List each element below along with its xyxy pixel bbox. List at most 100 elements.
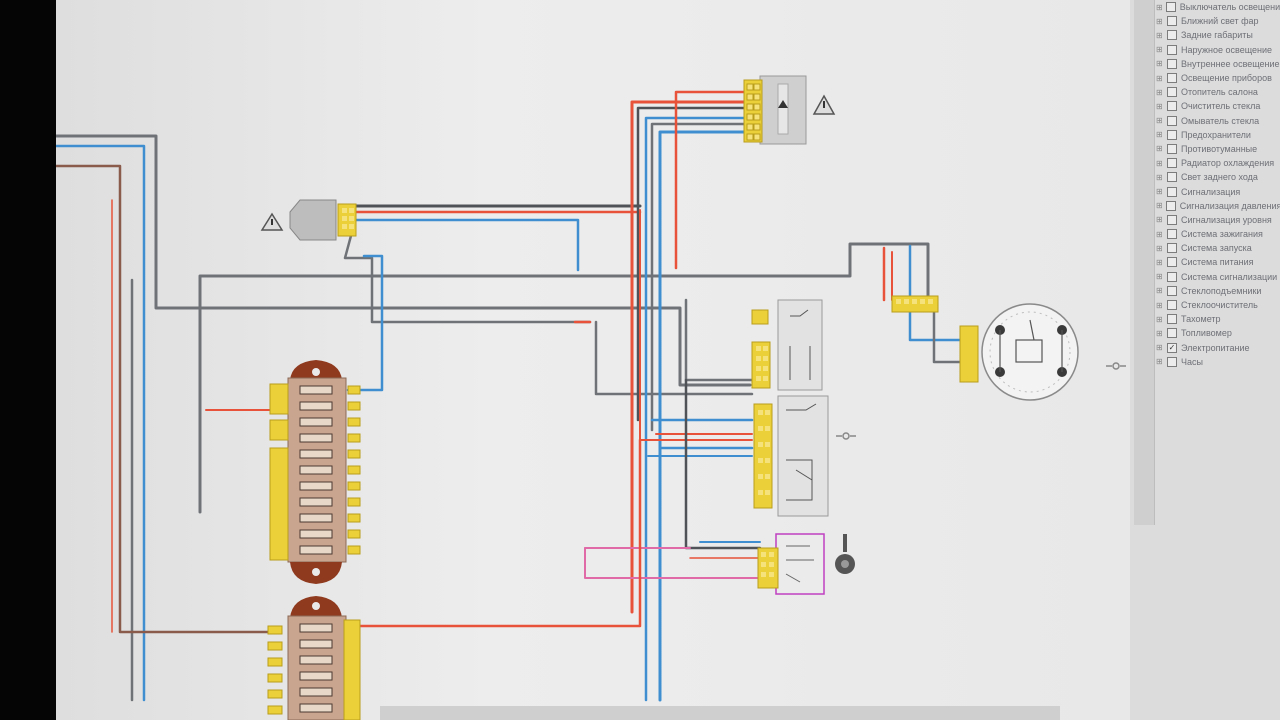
layer-item[interactable]: ⊞ Сигнализация [1156,184,1280,198]
layer-checkbox[interactable] [1167,314,1177,325]
lamp-icon [836,432,856,440]
expand-icon[interactable]: ⊞ [1156,2,1163,12]
layer-item[interactable]: ⊞Ближний свет фар [1156,14,1280,28]
expand-icon[interactable]: ⊞ [1156,30,1163,40]
layer-label: Сигнализация [1181,186,1241,197]
layers-scrollbar[interactable] [1134,0,1155,525]
expand-icon[interactable]: ⊞ [1156,59,1163,69]
layer-item[interactable]: ⊞Часы [1156,355,1280,369]
layer-item[interactable]: ⊞✓Электропитание [1156,341,1280,355]
layer-checkbox[interactable] [1165,2,1176,13]
expand-icon[interactable]: ⊞ [1156,343,1163,353]
layer-checkbox[interactable] [1167,328,1177,339]
layer-item[interactable]: ⊞Радиатор охлаждения [1156,156,1280,170]
expand-icon[interactable]: ⊞ [1156,286,1163,296]
expand-icon[interactable]: ⊞ [1156,201,1163,211]
expand-icon[interactable]: ⊞ [1156,73,1163,83]
layer-checkbox[interactable] [1167,285,1177,296]
layer-item[interactable]: ⊞Выключатель освещения [1156,0,1280,14]
layer-checkbox[interactable] [1167,143,1177,154]
expand-icon[interactable]: ⊞ [1156,314,1163,324]
expand-icon[interactable]: ⊞ [1156,16,1163,26]
layer-checkbox[interactable] [1167,129,1177,140]
layer-checkbox[interactable] [1167,73,1177,84]
wire-gray-bus [198,242,930,514]
layer-item[interactable]: ⊞ Отопитель салона [1156,85,1280,99]
layer-label: Сигнализация давления [1179,200,1280,211]
expand-icon[interactable]: ⊞ [1156,116,1163,126]
layer-checkbox[interactable] [1167,271,1177,282]
layer-item[interactable]: ⊞ Сигнализация давления [1156,199,1280,213]
light-switch-block[interactable] [751,299,829,517]
layer-item[interactable]: ⊞Тахометр [1156,312,1280,326]
layer-checkbox[interactable] [1167,115,1177,126]
wire-gray-bundle-1 [636,106,750,422]
layer-checkbox[interactable] [1167,30,1177,41]
expand-icon[interactable]: ⊞ [1156,272,1163,282]
layer-checkbox[interactable] [1167,257,1177,268]
layer-item[interactable]: ⊞Система зажигания [1156,227,1280,241]
expand-icon[interactable]: ⊞ [1156,328,1163,338]
expand-icon[interactable]: ⊞ [1156,215,1163,225]
warning-triangle-icon [812,94,836,115]
expand-icon[interactable]: ⊞ [1156,158,1163,168]
layer-item[interactable]: ⊞Предохранители [1156,128,1280,142]
layer-item[interactable]: ⊞Очиститель стекла [1156,99,1280,113]
layer-item[interactable]: ⊞Омыватель стекла [1156,114,1280,128]
expand-icon[interactable]: ⊞ [1156,130,1163,140]
expand-icon[interactable]: ⊞ [1156,243,1163,253]
layer-label: Задние габариты [1181,30,1253,41]
layer-checkbox[interactable] [1167,300,1177,311]
expand-icon[interactable]: ⊞ [1156,357,1163,367]
layer-checkbox[interactable] [1167,243,1177,254]
layer-item[interactable]: ⊞Свет заднего хода [1156,170,1280,184]
top-relay-component[interactable] [743,75,807,145]
layer-checkbox[interactable] [1167,158,1177,169]
layer-item[interactable]: ⊞Система запуска [1156,241,1280,255]
layer-item[interactable]: ⊞Система сигнализации [1156,270,1280,284]
expand-icon[interactable]: ⊞ [1156,300,1163,310]
layer-checkbox[interactable] [1167,101,1177,112]
layer-item[interactable]: ⊞Противотуманные [1156,142,1280,156]
layer-item[interactable]: ⊞Стеклоподъемники [1156,284,1280,298]
expand-icon[interactable]: ⊞ [1156,45,1163,55]
layer-label: Отопитель салона [1181,87,1258,98]
wire-gray-left-top [54,134,752,387]
layer-item[interactable]: ⊞Топливомер [1156,326,1280,340]
expand-icon[interactable]: ⊞ [1156,229,1163,239]
wire-blue-relay-down [346,254,384,392]
layer-checkbox[interactable] [1165,200,1176,211]
expand-icon[interactable]: ⊞ [1156,172,1163,182]
expand-icon[interactable]: ⊞ [1156,187,1163,197]
expand-icon[interactable]: ⊞ [1156,257,1163,267]
layer-checkbox[interactable] [1167,214,1177,225]
layer-item[interactable]: ⊞Система питания [1156,255,1280,269]
layer-item[interactable]: ⊞Наружное освещение [1156,43,1280,57]
layer-item[interactable]: ⊞Внутреннее освещение [1156,57,1280,71]
expand-icon[interactable]: ⊞ [1156,101,1163,111]
fuse-block-lower[interactable] [267,596,361,720]
layer-item[interactable]: ⊞Освещение приборов [1156,71,1280,85]
expand-icon[interactable]: ⊞ [1156,144,1163,154]
ignition-switch-component[interactable] [757,533,825,595]
layer-checkbox[interactable] [1167,229,1177,240]
layer-item[interactable]: ⊞Стеклоочиститель [1156,298,1280,312]
expand-icon[interactable]: ⊞ [1156,87,1163,97]
horizontal-scrollbar[interactable] [380,706,1060,720]
warning-triangle-icon [260,212,284,231]
layer-item[interactable]: ⊞Сигнализация уровня [1156,213,1280,227]
layer-item[interactable]: ⊞ Задние габариты [1156,28,1280,42]
layer-checkbox[interactable] [1167,172,1177,183]
fuse-block-upper[interactable] [269,360,361,584]
layer-checkbox[interactable] [1167,87,1177,98]
layer-checkbox[interactable] [1167,356,1177,367]
layer-checkbox[interactable] [1167,16,1177,27]
monitor-bezel [0,0,56,720]
layer-checkbox[interactable] [1167,44,1177,55]
instrument-gauge-component[interactable] [891,295,1079,401]
layer-checkbox[interactable] [1167,186,1177,197]
layer-checkbox[interactable] [1167,58,1177,69]
left-relay-component[interactable] [289,199,357,241]
layer-checkbox[interactable]: ✓ [1167,342,1177,353]
